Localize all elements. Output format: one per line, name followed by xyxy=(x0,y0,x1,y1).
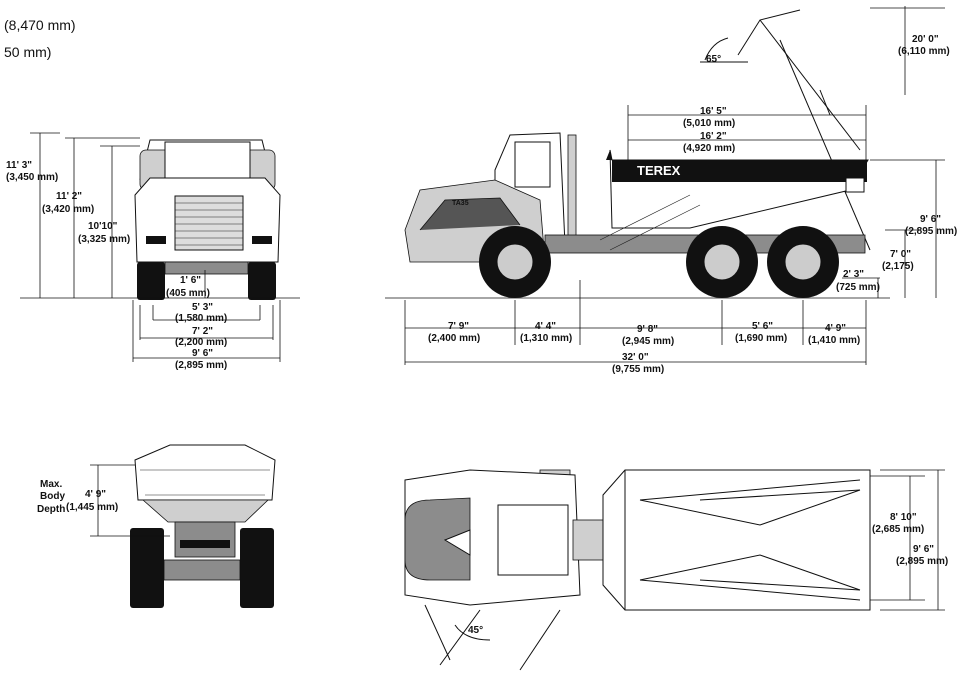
rear-frame xyxy=(174,521,236,558)
top-w-8-10: 8' 10" xyxy=(890,512,917,523)
top-w-9-6: 9' 6" xyxy=(913,544,934,555)
front-w-7-2: 7' 2" xyxy=(192,326,213,337)
turn-angle: 45° xyxy=(468,625,483,636)
height-2-3-mm: (725 mm) xyxy=(836,282,880,293)
body-length-outer-mm: (5,010 mm) xyxy=(683,118,735,129)
seg-9-8: 9' 8" xyxy=(637,324,658,335)
height-9-6-mm: (2,895 mm) xyxy=(905,226,957,237)
top-w-9-6-mm: (2,895 mm) xyxy=(896,556,948,567)
front-tire-left xyxy=(137,262,165,300)
seg-4-9: 4' 9" xyxy=(825,323,846,334)
body-brand-band xyxy=(612,160,867,182)
rear-label-depth: Depth xyxy=(37,504,65,515)
rear-view-drawing xyxy=(130,444,276,608)
front-clearance: 1' 6" xyxy=(180,275,201,286)
height-7-0-mm: (2,175) xyxy=(882,261,914,272)
front-h-11-3-mm: (3,450 mm) xyxy=(6,172,58,183)
seg-7-9-mm: (2,400 mm) xyxy=(428,333,480,344)
cab-window xyxy=(514,141,551,188)
front-h-10-10-mm: (3,325 mm) xyxy=(78,234,130,245)
front-h-11-2-mm: (3,420 mm) xyxy=(42,204,94,215)
rear-body xyxy=(134,444,276,501)
seg-4-4-mm: (1,310 mm) xyxy=(520,333,572,344)
dump-angle-arc xyxy=(704,37,729,61)
top-w-8-10-mm: (2,685 mm) xyxy=(872,524,924,535)
seg-4-4: 4' 4" xyxy=(535,321,556,332)
rear-tire-right xyxy=(240,528,274,608)
top-cab xyxy=(497,504,569,576)
body-length-inner: 16' 2" xyxy=(700,131,727,142)
body-length-outer: 16' 5" xyxy=(700,106,727,117)
front-h-11-3: 11' 3" xyxy=(6,160,32,171)
top-note-2: 50 mm) xyxy=(4,44,51,60)
front-w-7-2-mm: (2,200 mm) xyxy=(175,337,227,348)
dump-height: 20' 0" xyxy=(912,34,939,45)
rear-body-underside xyxy=(141,499,269,523)
front-w-5-3: 5' 3" xyxy=(192,302,213,313)
front-w-9-6: 9' 6" xyxy=(192,348,213,359)
top-dimension-lines xyxy=(870,469,945,611)
top-body-ribs xyxy=(624,470,861,610)
dump-height-mm: (6,110 mm) xyxy=(898,46,950,57)
raised-body-edge xyxy=(759,19,861,151)
top-hood-emblem xyxy=(443,529,471,556)
front-light-right xyxy=(252,236,272,244)
rear-label-body: Body xyxy=(40,491,65,502)
front-tire-right xyxy=(248,262,276,300)
top-note-1: (8,470 mm) xyxy=(4,17,76,33)
model-badge: TA35 xyxy=(452,200,469,207)
front-clearance-mm: (405 mm) xyxy=(166,288,210,299)
overall-length: 32' 0" xyxy=(622,352,649,363)
side-view-drawing xyxy=(404,9,871,298)
top-hitch xyxy=(572,519,604,561)
rear-dimension-lines xyxy=(90,464,170,537)
front-w-9-6-mm: (2,895 mm) xyxy=(175,360,227,371)
rear-depth-mm: (1,445 mm) xyxy=(66,502,118,513)
brand-logo: TEREX xyxy=(637,163,681,178)
seg-7-9: 7' 9" xyxy=(448,321,469,332)
raised-body-mark xyxy=(819,89,831,116)
front-h-11-2: 11' 2" xyxy=(56,191,82,202)
height-2-3: 2' 3" xyxy=(843,269,864,280)
front-dimension-lines xyxy=(20,132,300,362)
overall-length-mm: (9,755 mm) xyxy=(612,364,664,375)
front-light-left xyxy=(146,236,166,244)
height-9-6: 9' 6" xyxy=(920,214,941,225)
rear-tire-left xyxy=(130,528,164,608)
dump-angle: 65° xyxy=(706,54,721,65)
front-axle xyxy=(164,261,249,275)
seg-9-8-mm: (2,945 mm) xyxy=(622,336,674,347)
turn-lines xyxy=(424,604,561,671)
front-view-drawing xyxy=(134,139,281,300)
front-h-10-10: 10'10" xyxy=(88,221,118,232)
top-view-drawing xyxy=(404,469,871,671)
rear-label-max: Max. xyxy=(40,479,62,490)
seg-5-6-mm: (1,690 mm) xyxy=(735,333,787,344)
rear-axle xyxy=(163,559,241,581)
raised-body-floor xyxy=(779,39,871,251)
front-windshield xyxy=(164,141,251,183)
front-w-5-3-mm: (1,580 mm) xyxy=(175,313,227,324)
turn-angle-arc xyxy=(454,624,491,641)
top-hood xyxy=(404,497,471,581)
height-7-0: 7' 0" xyxy=(890,249,911,260)
seg-5-6: 5' 6" xyxy=(752,321,773,332)
body-tail xyxy=(845,177,865,193)
body-length-inner-mm: (4,920 mm) xyxy=(683,143,735,154)
exhaust-stack xyxy=(567,134,577,246)
seg-4-9-mm: (1,410 mm) xyxy=(808,335,860,346)
front-grille xyxy=(174,195,244,251)
side-dimension-lines xyxy=(385,6,945,365)
rear-depth: 4' 9" xyxy=(85,489,106,500)
